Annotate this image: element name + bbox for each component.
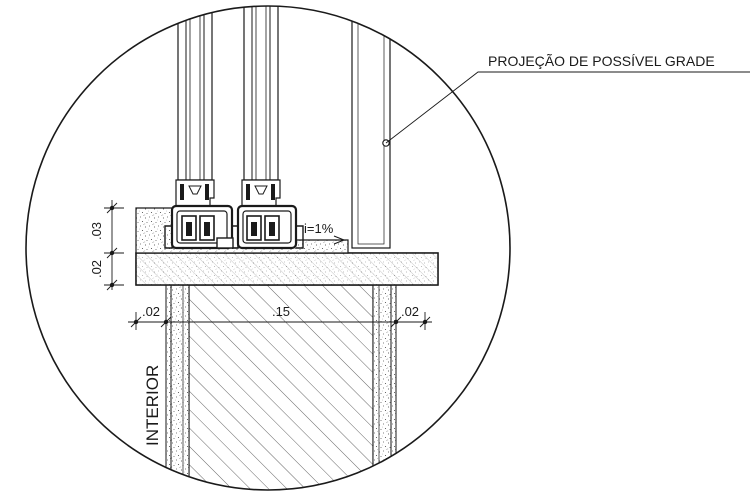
sash-right-profile — [236, 179, 304, 250]
plaster-layer-right — [372, 284, 397, 490]
interior-label: INTERIOR — [143, 365, 162, 446]
grille-projection-inner — [357, 6, 385, 245]
drainage-slot — [216, 237, 234, 249]
sash-right-frame — [243, 6, 279, 181]
dim-node-2 — [109, 250, 115, 256]
hdim-node-1 — [133, 319, 139, 325]
masonry-wall-hatch — [188, 284, 374, 490]
hdim-node-3 — [393, 319, 399, 325]
hdim-label-left: .02 — [142, 304, 160, 319]
hdim-node-4 — [422, 319, 428, 325]
vertical-dimension-chain — [104, 200, 124, 291]
slope-label: i=1% — [304, 221, 334, 236]
sash-left-frame — [177, 6, 213, 181]
dim-label-upper: .03 — [89, 222, 104, 240]
sash-left-profile — [164, 179, 239, 250]
slope-arrow-head — [333, 235, 345, 245]
callout-label: PROJEÇÃO DE POSSÍVEL GRADE — [488, 53, 715, 69]
detail-contents — [135, 6, 439, 490]
detail-circle — [25, 5, 511, 491]
dim-node-3 — [109, 282, 115, 288]
dim-label-lower: .02 — [89, 260, 104, 278]
window-sill-stipple — [136, 253, 438, 285]
plaster-layer-left — [165, 284, 190, 490]
hdim-label-right: .02 — [401, 304, 419, 319]
hdim-node-2 — [163, 319, 169, 325]
hdim-label-center: .15 — [272, 304, 290, 319]
callout-leader-line — [385, 71, 750, 144]
dim-node-1 — [109, 205, 115, 211]
